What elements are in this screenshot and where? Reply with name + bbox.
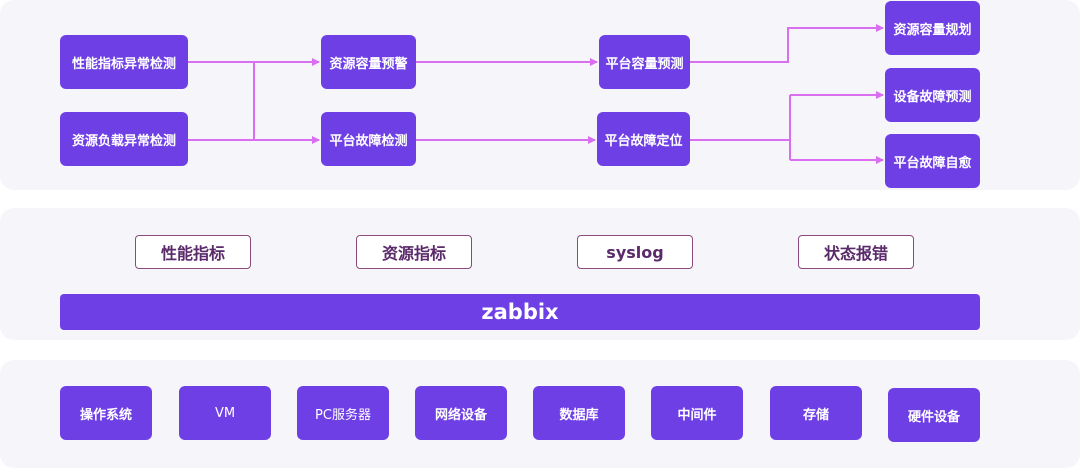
tag-perf-metrics: 性能指标 xyxy=(135,235,251,269)
tag-status-errors: 状态报错 xyxy=(798,235,914,269)
infra-vm: VM xyxy=(179,386,271,440)
infra-hardware: 硬件设备 xyxy=(888,388,980,442)
infra-pc-server: PC服务器 xyxy=(297,386,389,440)
node-perf-anomaly: 性能指标异常检测 xyxy=(60,35,188,89)
node-capacity-forecast: 平台容量预测 xyxy=(599,35,690,89)
infra-middleware: 中间件 xyxy=(651,386,743,440)
infra-storage: 存储 xyxy=(770,386,862,440)
tag-syslog: syslog xyxy=(577,235,693,269)
arrow-to-capacity-planning xyxy=(690,24,884,63)
node-capacity-planning: 资源容量规划 xyxy=(885,1,980,55)
tag-resource-metrics: 资源指标 xyxy=(356,235,472,269)
infra-database: 数据库 xyxy=(533,386,625,440)
node-capacity-warning: 资源容量预警 xyxy=(321,35,416,89)
node-fault-location: 平台故障定位 xyxy=(597,112,690,166)
node-resource-anomaly: 资源负载异常检测 xyxy=(60,112,188,166)
node-self-healing: 平台故障自愈 xyxy=(885,134,980,188)
infra-network: 网络设备 xyxy=(415,386,507,440)
flow-arrows xyxy=(188,24,884,164)
node-device-fault-prediction: 设备故障预测 xyxy=(885,68,980,122)
zabbix-bar: zabbix xyxy=(60,294,980,330)
node-fault-detection: 平台故障检测 xyxy=(321,112,416,166)
infra-os: 操作系统 xyxy=(60,386,152,440)
